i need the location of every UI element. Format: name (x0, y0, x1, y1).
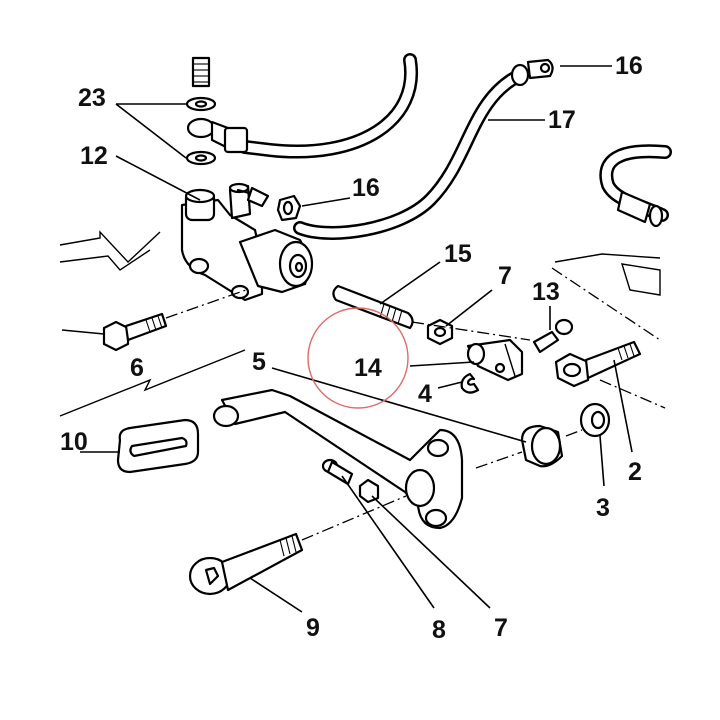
banjo-bolt (185, 56, 249, 166)
hose-lines (238, 53, 672, 240)
label-14: 14 (354, 354, 382, 382)
label-17: 17 (548, 106, 576, 134)
label-13: 13 (532, 278, 560, 306)
section-lines (59, 230, 661, 417)
label-15: 15 (444, 240, 472, 268)
label-3: 3 (596, 494, 610, 522)
label-16-upper: 16 (352, 174, 380, 202)
part-labels: 23 12 16 16 17 15 7 13 14 4 5 6 10 2 3 9… (60, 52, 643, 644)
highlight-circle (307, 307, 409, 409)
pivot-bolt (554, 340, 642, 388)
assembly-axes (165, 267, 666, 541)
label-8: 8 (432, 616, 446, 644)
label-7-upper: 7 (498, 262, 512, 290)
pushrod (332, 284, 414, 330)
set-screw (321, 458, 354, 486)
label-6: 6 (130, 354, 144, 382)
label-9: 9 (306, 614, 320, 642)
label-7-lower: 7 (494, 614, 508, 642)
pedal-pivot-bolt (188, 532, 304, 596)
leader-lines (80, 65, 633, 613)
retaining-clip (460, 372, 480, 394)
label-16-top: 16 (615, 52, 643, 80)
brake-pedal-lever (212, 388, 464, 530)
clevis-pin (532, 318, 574, 354)
washer (579, 402, 611, 438)
pivot-bushing (520, 424, 564, 468)
label-4: 4 (418, 380, 432, 408)
mounting-bolt (102, 312, 168, 352)
hose-end-fitting (510, 58, 554, 87)
sensor-connector (616, 190, 664, 228)
hose-clip-upper (276, 194, 302, 222)
master-cylinder (180, 182, 314, 302)
label-12: 12 (80, 142, 108, 170)
label-5: 5 (252, 348, 266, 376)
label-10: 10 (60, 428, 88, 456)
label-2: 2 (628, 458, 642, 486)
clevis (466, 338, 524, 382)
pedal-pad (116, 418, 200, 474)
label-23: 23 (78, 84, 106, 112)
